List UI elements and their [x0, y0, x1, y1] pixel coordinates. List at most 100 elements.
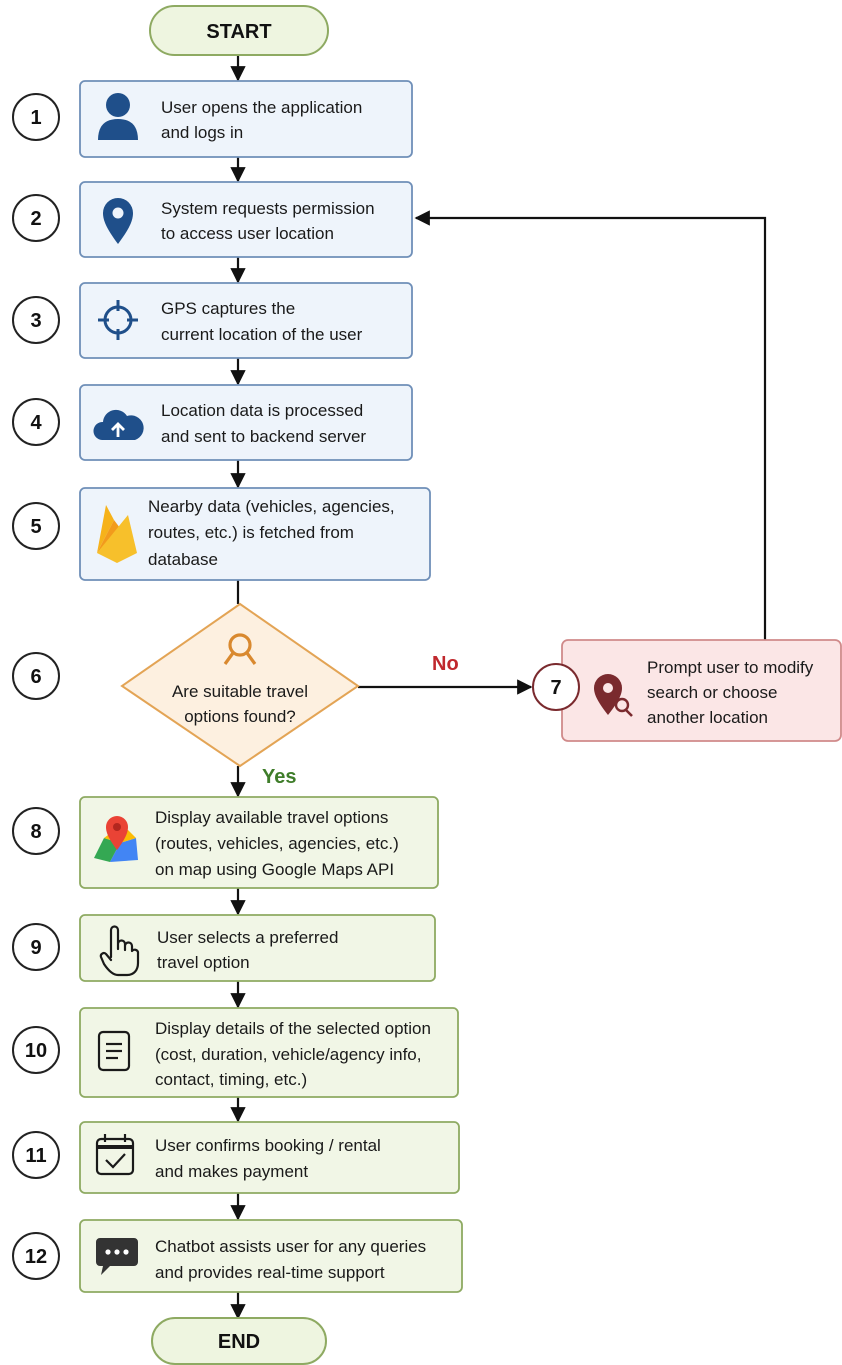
step-text-line: Display details of the selected option [155, 1019, 431, 1038]
step-text-line: to access user location [161, 224, 334, 243]
location-search-icon [594, 674, 633, 717]
step-number: 4 [30, 412, 42, 434]
step-number: 7 [550, 677, 561, 699]
step-text-line: (routes, vehicles, agencies, etc.) [155, 834, 399, 853]
svg-text:(routes, vehicles, agencies, e: (routes, vehicles, agencies, etc.) [155, 834, 399, 853]
step-box [79, 80, 413, 158]
svg-text:database: database [148, 550, 218, 569]
step-box [79, 384, 413, 461]
step-2: 2 System requests permission to access u… [12, 181, 413, 258]
step-number-badge [12, 1026, 60, 1074]
step-number: 8 [30, 821, 41, 843]
step-number-badge [12, 807, 60, 855]
step-text-line: (cost, duration, vehicle/agency info, [155, 1045, 421, 1064]
start-label: START [206, 21, 271, 43]
step-5: 5 Nearby data (vehicles, agencies, route… [12, 487, 431, 581]
step-box [79, 1121, 460, 1194]
step-3: 3 GPS captures the current location of t… [12, 282, 413, 359]
step-text-line: and logs in [161, 123, 243, 142]
svg-text:and sent to backend server: and sent to backend server [161, 427, 366, 446]
step-number: 2 [30, 208, 41, 230]
step-text-line: User opens the application [161, 98, 362, 117]
end-terminal: END [151, 1317, 327, 1365]
step-text-line: and sent to backend server [161, 427, 366, 446]
step-number: 5 [30, 516, 41, 538]
location-pin-icon [103, 198, 133, 244]
document-icon [97, 1030, 131, 1072]
start-terminal: START [149, 5, 329, 56]
step-7: 7 Prompt user to modify search or choose… [532, 639, 842, 742]
step-text-line: Chatbot assists user for any queries [155, 1237, 426, 1256]
step-box [79, 181, 413, 258]
cloud-upload-icon [93, 409, 144, 440]
step-box [79, 796, 439, 889]
svg-text:Display available travel optio: Display available travel options [155, 808, 388, 827]
decision-text-line: Are suitable travel [172, 682, 308, 701]
svg-text:System requests permission: System requests permission [161, 199, 375, 218]
svg-text:to access user location: to access user location [161, 224, 334, 243]
step-box [79, 1219, 463, 1293]
step-number-badge [12, 502, 60, 550]
step-number: 10 [25, 1040, 47, 1062]
google-maps-icon [94, 816, 138, 862]
step-text-line: User confirms booking / rental [155, 1136, 381, 1155]
calendar-check-icon [95, 1134, 135, 1176]
step-number-badge [12, 296, 60, 344]
step-8: 8 Display available travel options (rout… [12, 796, 439, 889]
step-number-badge [12, 923, 60, 971]
step-number-badge [12, 1131, 60, 1179]
svg-text:User confirms booking / rental: User confirms booking / rental [155, 1136, 381, 1155]
step-box [79, 1007, 459, 1098]
step-9: 9 User selects a preferred travel option [12, 914, 436, 982]
step-text-line: travel option [157, 953, 250, 972]
svg-text:on map using Google Maps API: on map using Google Maps API [155, 860, 394, 879]
hand-pointer-icon [99, 925, 140, 977]
svg-text:contact, timing, etc.): contact, timing, etc.) [155, 1070, 307, 1089]
step-number: 11 [25, 1145, 46, 1167]
step-number: 6 [30, 666, 41, 688]
svg-text:Prompt user to modify: Prompt user to modify [647, 658, 814, 677]
svg-text:Display details of the selecte: Display details of the selected option [155, 1019, 431, 1038]
step-text-line: and provides real-time support [155, 1263, 385, 1282]
svg-text:Chatbot assists user for any q: Chatbot assists user for any queries [155, 1237, 426, 1256]
user-icon [98, 93, 138, 140]
step-number-badge [12, 194, 60, 242]
step-number-badge [532, 663, 580, 711]
svg-text:and makes payment: and makes payment [155, 1162, 308, 1181]
step-10: 10 Display details of the selected optio… [12, 1007, 459, 1098]
firebase-icon [97, 505, 137, 563]
step-text-line: current location of the user [161, 325, 363, 344]
step-number-badge [12, 1232, 60, 1280]
branch-no-label: No [432, 653, 459, 675]
svg-text:and logs in: and logs in [161, 123, 243, 142]
step-text-line: Location data is processed [161, 401, 363, 420]
step-text-line: Nearby data (vehicles, agencies, [148, 497, 395, 516]
svg-text:Are suitable travel: Are suitable travel [172, 682, 308, 701]
step-text-line: Prompt user to modify [647, 658, 814, 677]
step-number-badge [12, 93, 60, 141]
end-label: END [218, 1331, 260, 1353]
step-text-line: GPS captures the [161, 299, 295, 318]
step-number-badge [12, 652, 60, 700]
step-text-line: System requests permission [161, 199, 375, 218]
step-text-line: routes, etc.) is fetched from [148, 523, 354, 542]
svg-text:Nearby data (vehicles, agencie: Nearby data (vehicles, agencies, [148, 497, 395, 516]
connector-7-2-loop [414, 210, 767, 640]
connectors [230, 55, 767, 1320]
svg-text:Location data is processed: Location data is processed [161, 401, 363, 420]
svg-text:User selects a preferred: User selects a preferred [157, 928, 338, 947]
step-number: 9 [30, 937, 41, 959]
step-box [79, 487, 431, 581]
step-text-line: User selects a preferred [157, 928, 338, 947]
step-number: 1 [30, 107, 41, 129]
svg-text:another location: another location [647, 708, 768, 727]
crosshair-icon [98, 300, 138, 340]
svg-text:search or choose: search or choose [647, 683, 777, 702]
step-number-badge [12, 398, 60, 446]
step-box [79, 282, 413, 359]
step-text-line: contact, timing, etc.) [155, 1070, 307, 1089]
svg-text:current location of the user: current location of the user [161, 325, 363, 344]
svg-text:(cost, duration, vehicle/agenc: (cost, duration, vehicle/agency info, [155, 1045, 421, 1064]
svg-text:User opens the application: User opens the application [161, 98, 362, 117]
